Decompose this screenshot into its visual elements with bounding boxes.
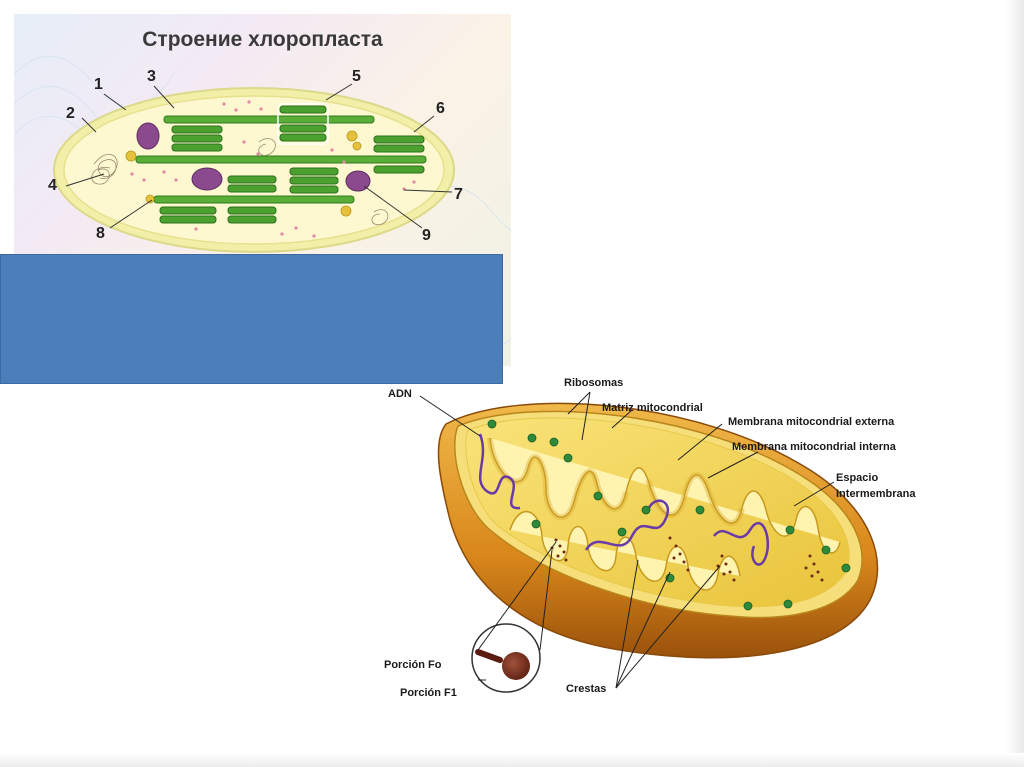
label-9: 9 <box>422 227 431 244</box>
label-4: 4 <box>48 177 57 194</box>
label-adn: ADN <box>388 388 412 400</box>
mitochondrion-illustration: ADN Ribosomas Matriz mitocondrial Membra… <box>370 360 960 720</box>
label-1: 1 <box>94 76 103 93</box>
f1-portion <box>502 652 530 680</box>
slide-bottom-shadow <box>0 753 1024 767</box>
label-porcion-fo: Porción Fo <box>384 659 442 671</box>
label-ribosomas: Ribosomas <box>564 377 623 389</box>
label-2: 2 <box>66 105 75 122</box>
label-7: 7 <box>454 186 463 203</box>
label-6: 6 <box>436 100 445 117</box>
label-3: 3 <box>147 68 156 85</box>
label-8: 8 <box>96 225 105 242</box>
label-membrana-interna: Membrana mitocondrial interna <box>732 441 897 453</box>
label-crestas: Crestas <box>566 683 606 695</box>
chloroplast-title: Строение хлоропласта <box>14 28 511 52</box>
label-porcion-f1: Porción F1 <box>400 687 457 699</box>
label-matriz: Matriz mitocondrial <box>602 402 703 414</box>
label-intermembrana: Intermembrana <box>836 488 916 500</box>
slide-edge-shadow <box>1006 0 1024 767</box>
label-espacio: Espacio <box>836 472 878 484</box>
label-5: 5 <box>352 68 361 85</box>
label-membrana-externa: Membrana mitocondrial externa <box>728 416 895 428</box>
